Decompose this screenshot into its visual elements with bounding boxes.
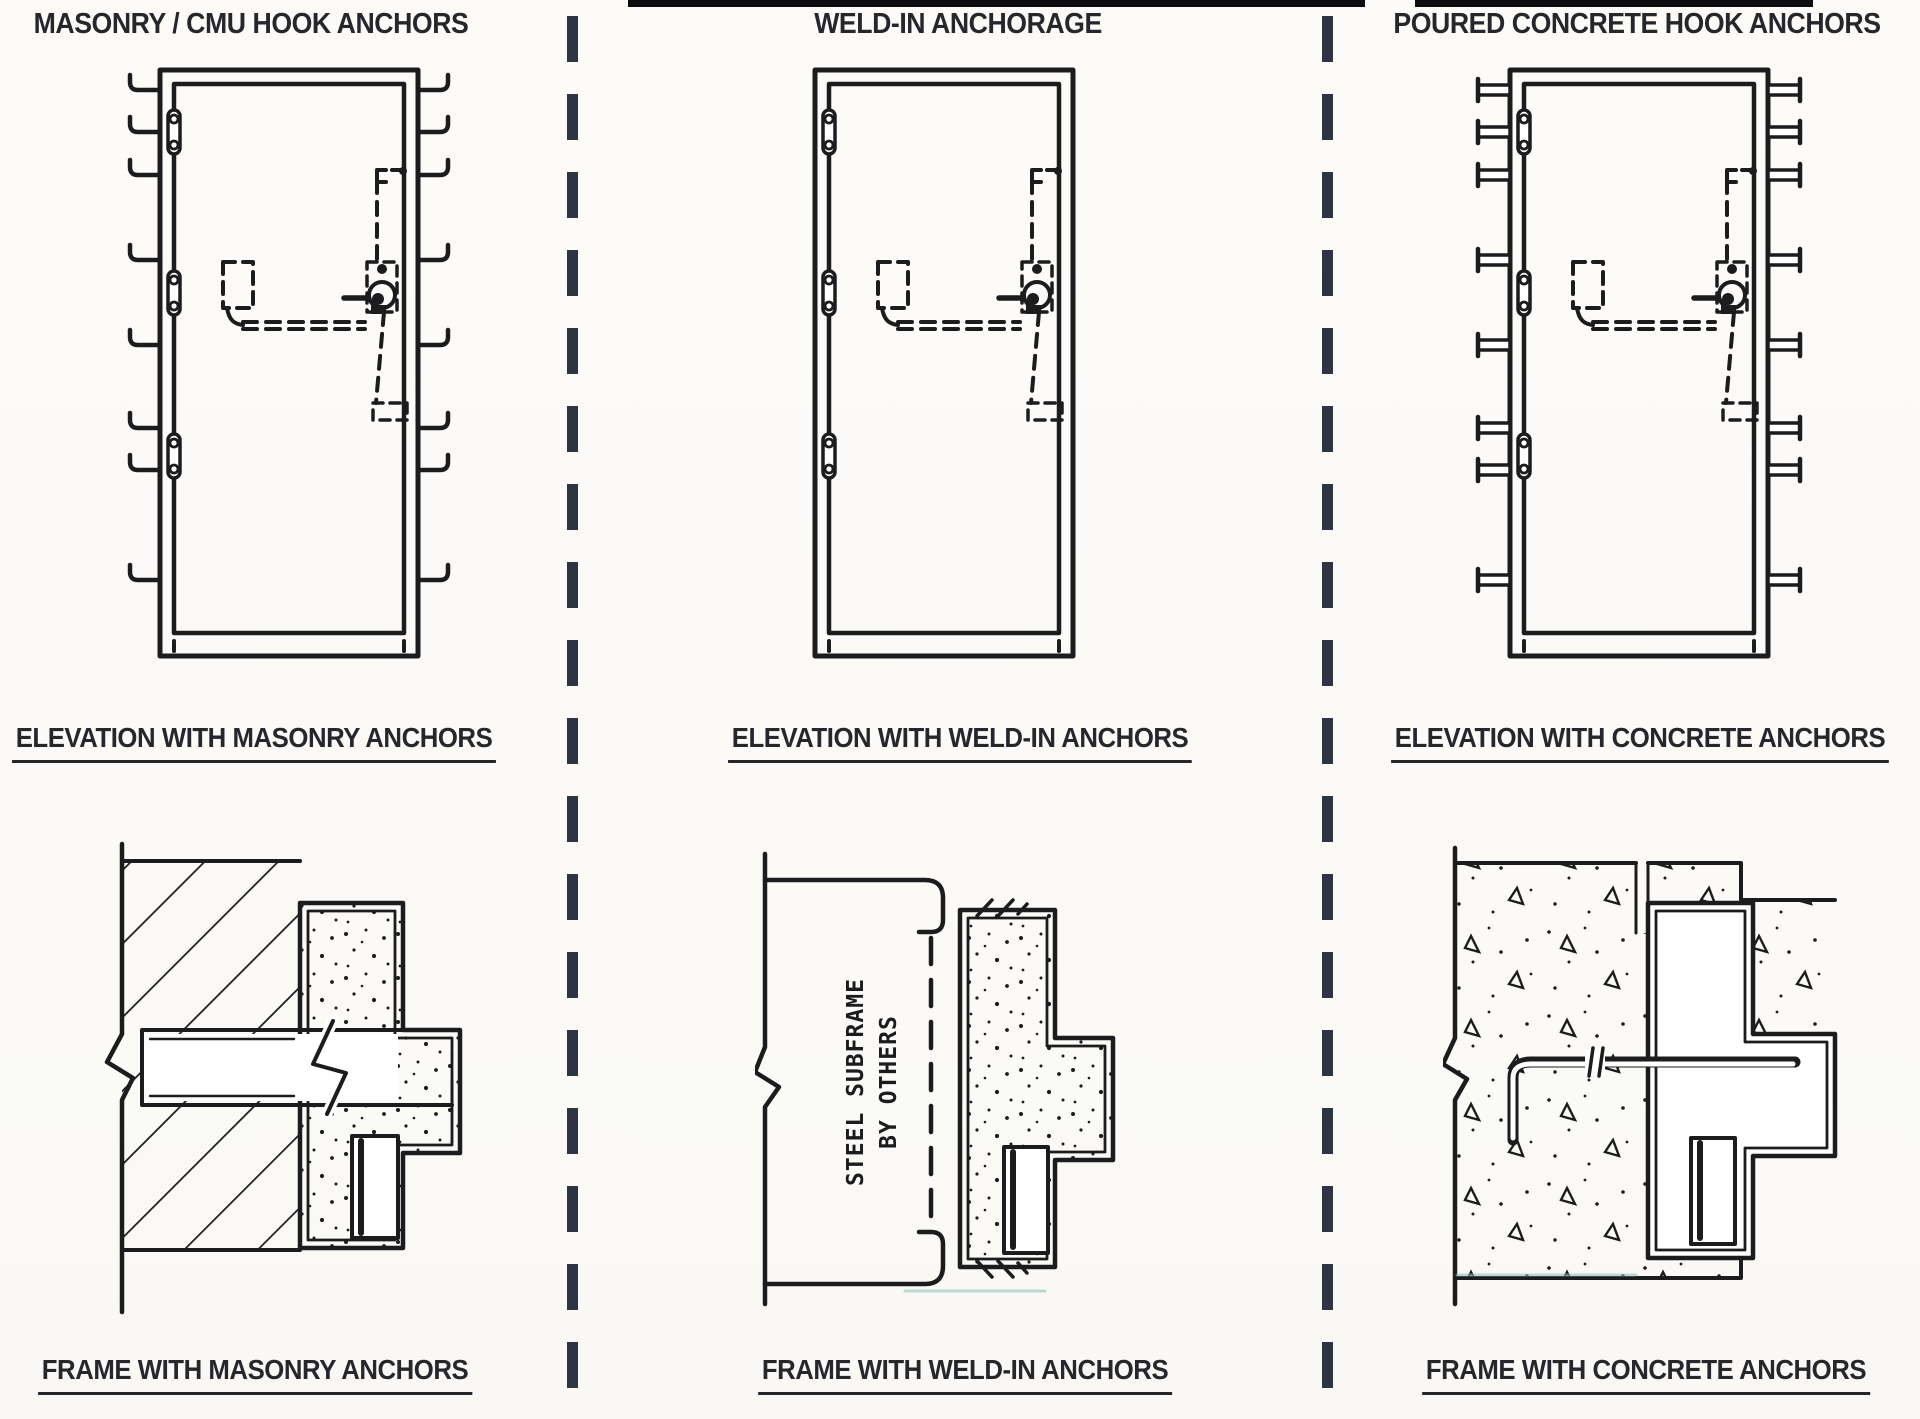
frame-section-concrete <box>1443 845 1838 1307</box>
subframe-note-line1: STEEL SUBFRAME <box>843 978 869 1186</box>
column-divider-dashed <box>1322 0 1333 1419</box>
frame-caption-weldin: FRAME WITH WELD-IN ANCHORS <box>758 1354 1172 1395</box>
frame-section-masonry <box>104 841 463 1315</box>
elevation-drawing-weldin <box>775 58 1135 678</box>
elevation-caption-concrete: ELEVATION WITH CONCRETE ANCHORS <box>1391 722 1889 763</box>
frame-section-weldin: STEEL SUBFRAME BY OTHERS <box>755 851 1116 1307</box>
elevation-drawing-concrete <box>1470 58 1830 678</box>
elevation-caption-weldin: ELEVATION WITH WELD-IN ANCHORS <box>728 722 1192 763</box>
scan-artifact-bar <box>628 0 1365 7</box>
scan-artifact-bar <box>1415 0 1813 7</box>
column-title-weldin: WELD-IN ANCHORAGE <box>814 8 1102 40</box>
subframe-note: STEEL SUBFRAME BY OTHERS <box>843 978 902 1186</box>
frame-caption-concrete: FRAME WITH CONCRETE ANCHORS <box>1422 1354 1870 1395</box>
elevation-drawing-masonry <box>120 58 480 678</box>
subframe-note-line2: BY OTHERS <box>876 1015 902 1149</box>
column-title-masonry: MASONRY / CMU HOOK ANCHORS <box>33 8 469 40</box>
column-divider-dashed <box>567 0 578 1419</box>
column-title-concrete: POURED CONCRETE HOOK ANCHORS <box>1393 8 1881 40</box>
elevation-caption-masonry: ELEVATION WITH MASONRY ANCHORS <box>12 722 496 763</box>
frame-caption-masonry: FRAME WITH MASONRY ANCHORS <box>38 1354 472 1395</box>
